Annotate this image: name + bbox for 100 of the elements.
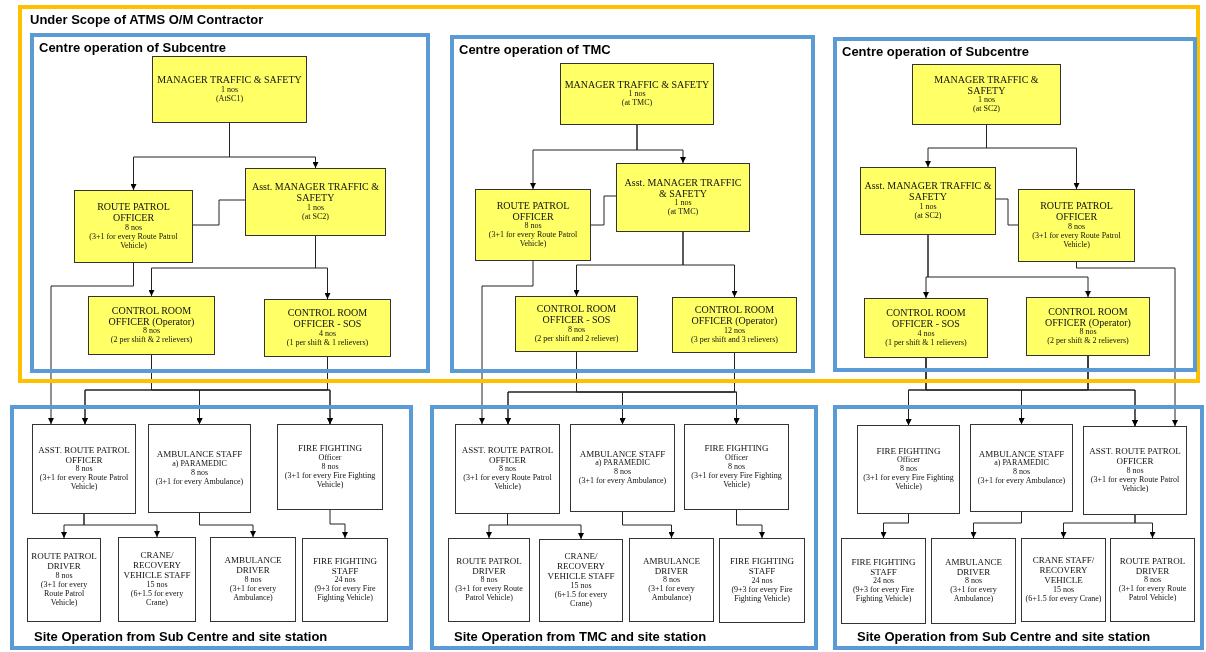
role-title: ROUTE PATROL OFFICER: [1039, 201, 1114, 223]
role-title: ASST. ROUTE PATROL OFFICER: [37, 445, 131, 465]
role-detail: 8 nos: [662, 576, 681, 585]
role-detail: (2 per shift & 2 relievers): [1047, 337, 1129, 347]
section-heading: Site Operation from TMC and site station: [454, 629, 707, 644]
connector-line: [192, 199, 246, 226]
role-detail: (at TMC): [667, 208, 699, 218]
connector-arrow: [970, 511, 1022, 539]
section-heading: Under Scope of ATMS O/M Contractor: [30, 12, 264, 27]
role-detail: (3+1 for every Fire Fighting Vehicle): [690, 471, 783, 490]
role-box: [1110, 538, 1195, 622]
role-detail: (at TMC): [621, 99, 653, 109]
role-detail: 8 nos: [142, 327, 161, 336]
role-detail: (3+1 for every Fire Fighting Vehicle): [862, 474, 955, 493]
role-box: [455, 424, 560, 514]
role-title: ASST. ROUTE PATROL OFFICER: [1088, 447, 1182, 467]
section-heading: Site Operation from Sub Centre and site station: [34, 629, 328, 644]
connector-arrow: [682, 231, 738, 298]
connector-arrow: [733, 352, 740, 425]
connector-arrow: [315, 235, 331, 300]
role-title: ASST. ROUTE PATROL OFFICER: [460, 445, 555, 465]
role-title: Asst. MANAGER TRAFFIC & SAFETY: [864, 181, 992, 203]
role-title: FIRE FIGHTING STAFF: [850, 557, 917, 577]
role-detail: 1 nos: [220, 85, 239, 95]
role-detail: 4 nos: [917, 329, 935, 339]
role-box: [515, 296, 638, 352]
connector-arrow: [329, 509, 348, 539]
role-detail: (1 per shift & 1 relievers): [286, 338, 369, 348]
role-detail: (3+1 for every Ambulance): [228, 584, 278, 603]
role-detail: (3+1 for every Ambulance): [977, 477, 1066, 487]
role-box: [1026, 297, 1150, 356]
connector-arrow: [1134, 514, 1156, 539]
role-detail: 8 nos: [899, 465, 918, 474]
role-detail: (3+1 for every Route Patrol Vehicle): [1089, 475, 1181, 494]
role-box: [1021, 538, 1106, 622]
section-panel: [430, 405, 818, 650]
role-detail: a) PARAMEDIC: [172, 459, 227, 469]
role-box: [210, 537, 296, 622]
role-box: [1083, 426, 1187, 515]
connector-arrow: [880, 513, 909, 539]
role-box: [629, 538, 714, 622]
role-detail: (3+1 for every Ambulance): [155, 477, 244, 487]
role-detail: a) PARAMEDIC: [994, 459, 1049, 468]
role-detail: 8 nos: [1079, 328, 1097, 337]
role-detail: 24 nos: [334, 576, 356, 585]
connector-arrow: [636, 124, 686, 164]
section-heading: Centre operation of Subcentre: [842, 44, 1030, 59]
role-detail: 24 nos: [751, 576, 773, 586]
role-title: AMBULANCE DRIVER: [642, 556, 701, 576]
role-detail: 1 nos: [306, 203, 325, 213]
role-title: MANAGER TRAFFIC & SAFETY: [564, 79, 710, 90]
role-detail: 1 nos: [977, 96, 996, 105]
connector-arrow: [48, 262, 134, 425]
role-detail: 8 nos: [321, 462, 339, 472]
role-detail: (3+1 for every Route Patrol Vehicle): [1117, 585, 1188, 604]
role-detail: 8 nos: [1067, 222, 1086, 232]
role-title: MANAGER TRAFFIC & SAFETY: [933, 74, 1040, 96]
role-detail: (AtSC1): [215, 94, 244, 104]
role-detail: (6+1.5 for every Crane): [129, 589, 185, 608]
scope-frame: [18, 5, 1200, 383]
role-detail: 1 nos: [674, 199, 692, 208]
role-detail: 15 nos: [146, 580, 168, 590]
role-title: FIRE FIGHTING STAFF: [311, 556, 379, 576]
section-panel: [30, 33, 430, 373]
role-title: AMBULANCE STAFF: [579, 449, 666, 459]
role-box: [74, 190, 193, 263]
role-box: [931, 538, 1016, 624]
role-detail: (3 per shift and 3 relievers): [691, 335, 778, 345]
role-title: Asst. MANAGER TRAFFIC & SAFETY: [623, 177, 743, 199]
role-box: [118, 537, 196, 622]
role-detail: (9+3 for every Fire Fighting Vehicle): [851, 586, 916, 605]
role-title: FIRE FIGHTING STAFF: [728, 557, 796, 577]
role-box: [32, 424, 136, 514]
role-detail: 8 nos: [244, 575, 262, 585]
role-detail: 8 nos: [1143, 576, 1162, 585]
role-detail: (at SC2): [973, 105, 1000, 115]
role-box: [27, 538, 101, 622]
connector-arrow: [927, 234, 1091, 298]
role-title: ROUTE PATROL OFFICER: [495, 200, 571, 222]
role-title: FIRE FIGHTING: [297, 444, 363, 454]
role-detail: (6+1.5 for every Crane): [553, 590, 609, 609]
role-box: [88, 296, 215, 355]
role-box: [970, 424, 1073, 512]
connector-arrow: [1076, 261, 1178, 427]
role-box: [148, 424, 251, 513]
role-detail: (9+3 for every Fire Fighting Vehicle): [313, 585, 377, 604]
role-detail: (3+1 for every Route Patrol Vehicle): [462, 474, 553, 493]
role-title: AMBULANCE DRIVER: [944, 557, 1003, 577]
role-detail: (2 per shift & 2 relievers): [110, 336, 193, 346]
role-title: CONTROL ROOM OFFICER - SOS: [885, 308, 967, 330]
role-title: ROUTE PATROL DRIVER: [31, 552, 97, 572]
role-detail: (1 per shift & 1 relievers): [885, 338, 967, 348]
role-detail: (3+1 for every Ambulance): [578, 477, 667, 487]
role-detail: (3+1 for every Ambulance): [949, 586, 998, 605]
role-box: [302, 538, 388, 622]
section-heading: Centre operation of Subcentre: [39, 40, 227, 55]
role-detail: (3+1 for every Ambulance): [647, 585, 696, 604]
role-title: CONTROL ROOM OFFICER - SOS: [535, 304, 618, 326]
role-title: AMBULANCE STAFF: [978, 449, 1065, 459]
role-detail: 15 nos: [1052, 585, 1075, 595]
